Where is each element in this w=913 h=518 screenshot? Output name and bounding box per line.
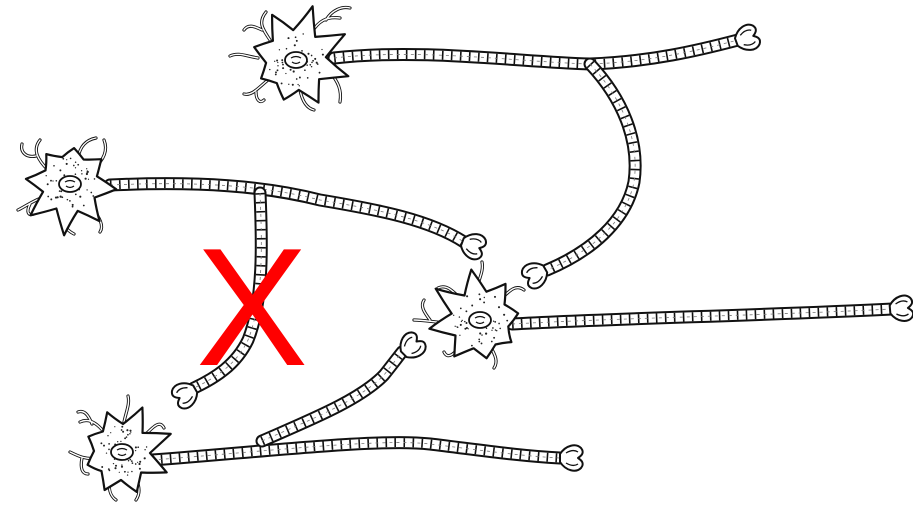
axon-bottom-main [152, 443, 560, 460]
blocked-connection-x-mark: X [196, 213, 308, 401]
terminal-top-right [732, 22, 762, 54]
nucleus [59, 176, 81, 192]
neuron-middle-right [414, 262, 524, 368]
terminal-bottom-right [560, 445, 583, 470]
nucleus [285, 52, 307, 68]
neuron-bottom-left [70, 396, 171, 500]
terminal-top-branch [519, 258, 551, 291]
nucleus [469, 312, 491, 328]
axon-top-main [334, 40, 738, 64]
neuron-upper-left [18, 138, 116, 235]
axon-top-branch [547, 64, 635, 270]
nucleus [111, 444, 133, 460]
terminal-middle-right [889, 295, 913, 322]
axon-middle-right [512, 309, 892, 324]
